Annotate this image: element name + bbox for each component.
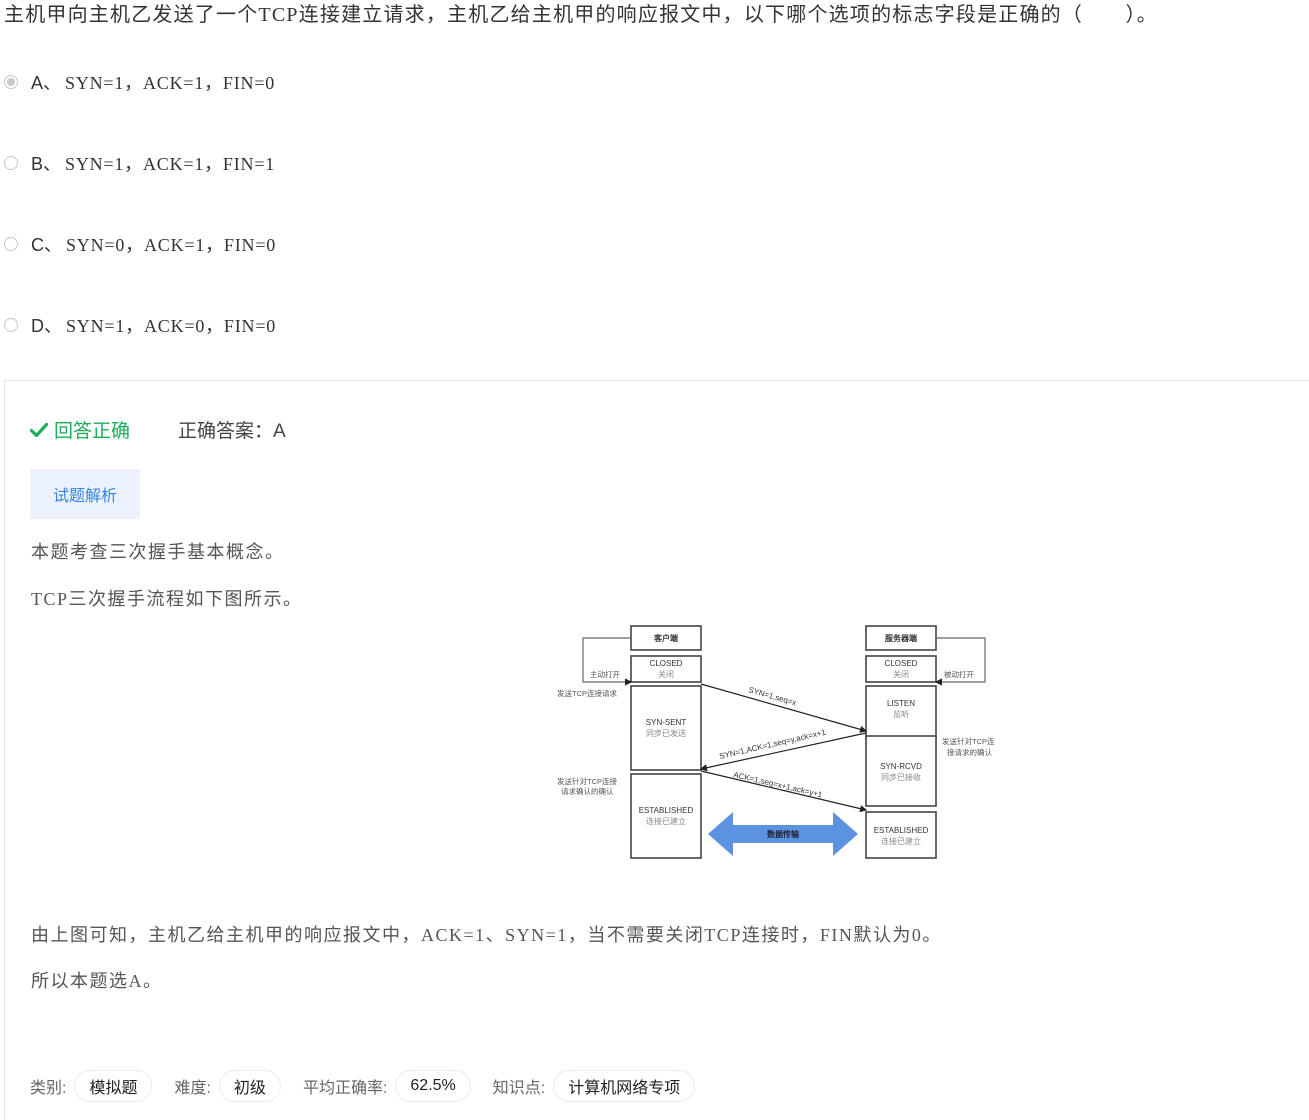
- option-a-text: SYN=1，ACK=1，FIN=0: [65, 73, 276, 93]
- svg-text:发送TCP连接请求: 发送TCP连接请求: [557, 688, 617, 698]
- svg-text:同步已发送: 同步已发送: [646, 728, 686, 738]
- result-row: 回答正确 正确答案：A: [30, 416, 286, 443]
- option-b-text: SYN=1，ACK=1，FIN=1: [65, 154, 276, 174]
- svg-text:SYN-SENT: SYN-SENT: [646, 718, 687, 727]
- knowledge-label: 知识点:: [492, 1080, 546, 1097]
- question-text: 主机甲向主机乙发送了一个TCP连接建立请求，主机乙给主机甲的响应报文中，以下哪个…: [4, 4, 1158, 26]
- svg-text:接请求的确认: 接请求的确认: [947, 747, 992, 757]
- analysis-para-3: 由上图可知，主机乙给主机甲的响应报文中，ACK=1、SYN=1，当不需要关闭TC…: [31, 925, 942, 945]
- correct-answer: 正确答案：A: [178, 421, 286, 442]
- result-status: 回答正确: [30, 416, 130, 443]
- msg-syn-ack: SYN=1,ACK=1,seq=y,ack=x+1: [718, 728, 827, 761]
- svg-text:数据传输: 数据传输: [767, 829, 800, 839]
- analysis-tab-button[interactable]: 试题解析: [30, 469, 140, 519]
- svg-text:LISTEN: LISTEN: [887, 699, 915, 708]
- svg-text:同步已接收: 同步已接收: [881, 772, 921, 782]
- option-c-letter: C、: [31, 235, 62, 255]
- svg-text:ESTABLISHED: ESTABLISHED: [874, 826, 929, 835]
- radio-d[interactable]: [4, 318, 18, 332]
- radio-c[interactable]: [4, 237, 18, 251]
- result-status-text: 回答正确: [54, 421, 131, 442]
- analysis-para-4: 所以本题选A。: [31, 971, 163, 991]
- option-c-text: SYN=0，ACK=1，FIN=0: [66, 235, 277, 255]
- svg-text:ESTABLISHED: ESTABLISHED: [639, 806, 694, 815]
- svg-text:监听: 监听: [893, 709, 909, 719]
- svg-text:发送针对TCP连接: 发送针对TCP连接: [557, 776, 617, 786]
- difficulty-tag: 初级: [218, 1070, 281, 1102]
- option-d-letter: D、: [31, 316, 62, 336]
- analysis-para-2: TCP三次握手流程如下图所示。: [31, 589, 303, 609]
- option-b-letter: B、: [31, 154, 62, 174]
- svg-text:主动打开: 主动打开: [590, 669, 620, 679]
- svg-text:关闭: 关闭: [658, 669, 674, 679]
- question-meta: 类别: 模拟题 难度: 初级 平均正确率: 62.5% 知识点: 计算机网络专项: [30, 1070, 717, 1102]
- svg-text:连接已建立: 连接已建立: [881, 836, 921, 846]
- answer-panel: [4, 380, 1309, 1120]
- svg-text:关闭: 关闭: [893, 669, 909, 679]
- category-tag: 模拟题: [74, 1070, 153, 1102]
- msg-ack: ACK=1,seq=x+1,ack=y+1: [733, 770, 824, 799]
- accuracy-label: 平均正确率:: [302, 1080, 388, 1097]
- svg-text:CLOSED: CLOSED: [650, 659, 683, 668]
- difficulty-label: 难度:: [174, 1080, 211, 1097]
- svg-text:SYN-RCVD: SYN-RCVD: [880, 762, 922, 771]
- option-a[interactable]: A、 SYN=1，ACK=1，FIN=0: [4, 70, 275, 94]
- analysis-para-1: 本题考查三次握手基本概念。: [31, 542, 285, 562]
- option-c[interactable]: C、 SYN=0，ACK=1，FIN=0: [4, 232, 276, 256]
- svg-text:发送针对TCP连: 发送针对TCP连: [942, 736, 995, 746]
- tcp-handshake-diagram: SYN=1,seq=x SYN=1,ACK=1,seq=y,ack=x+1 AC…: [555, 622, 995, 872]
- option-d[interactable]: D、 SYN=1，ACK=0，FIN=0: [4, 313, 276, 337]
- option-a-letter: A、: [31, 73, 62, 93]
- svg-text:客户端: 客户端: [653, 633, 678, 643]
- radio-a[interactable]: [4, 75, 18, 89]
- svg-text:请求确认的确认: 请求确认的确认: [561, 786, 614, 796]
- svg-text:服务器端: 服务器端: [885, 633, 917, 643]
- knowledge-tag[interactable]: 计算机网络专项: [553, 1070, 696, 1102]
- radio-b[interactable]: [4, 156, 18, 170]
- svg-text:被动打开: 被动打开: [944, 669, 974, 679]
- check-icon: [30, 422, 48, 437]
- svg-text:CLOSED: CLOSED: [885, 659, 918, 668]
- data-transfer-arrow: [708, 812, 858, 856]
- svg-text:连接已建立: 连接已建立: [646, 816, 686, 826]
- category-label: 类别:: [30, 1080, 67, 1097]
- option-d-text: SYN=1，ACK=0，FIN=0: [66, 316, 277, 336]
- option-b[interactable]: B、 SYN=1，ACK=1，FIN=1: [4, 151, 275, 175]
- accuracy-tag: 62.5%: [395, 1070, 471, 1102]
